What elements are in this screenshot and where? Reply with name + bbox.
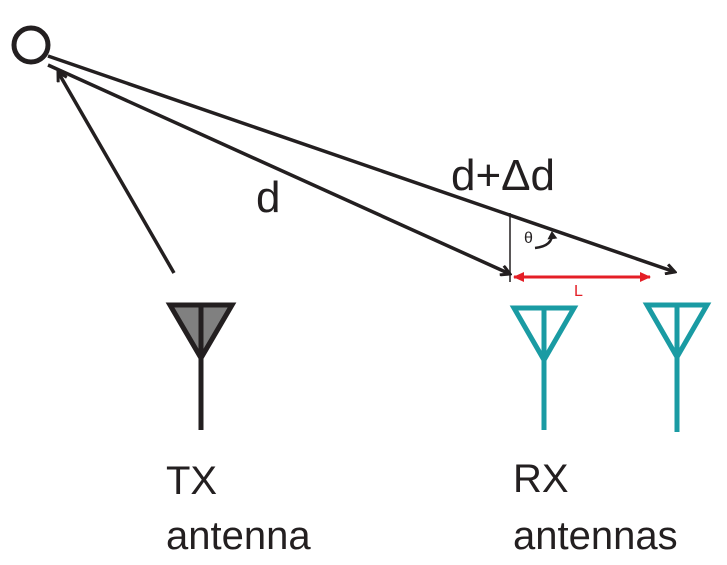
path-d-plus-delta-arrow <box>47 54 675 272</box>
tx-label-line2: antenna <box>166 514 311 558</box>
label-theta: θ <box>524 230 533 247</box>
label-l: L <box>574 283 583 300</box>
path-d-arrow <box>47 63 510 274</box>
rx-antenna-1-icon <box>509 305 579 430</box>
source-circle-icon <box>11 25 51 65</box>
label-d: d <box>256 173 280 222</box>
label-d-plus-delta-d: d+Δd <box>451 151 555 200</box>
rx-label-line2: antennas <box>513 514 678 558</box>
tx-antenna-icon <box>165 302 237 430</box>
tx-label-line1: TX <box>166 459 217 503</box>
tx-to-source-arrow <box>58 72 176 274</box>
theta-arc <box>534 231 558 250</box>
rx-antenna-2-icon <box>642 302 712 432</box>
rx-label-line1: RX <box>513 457 569 501</box>
